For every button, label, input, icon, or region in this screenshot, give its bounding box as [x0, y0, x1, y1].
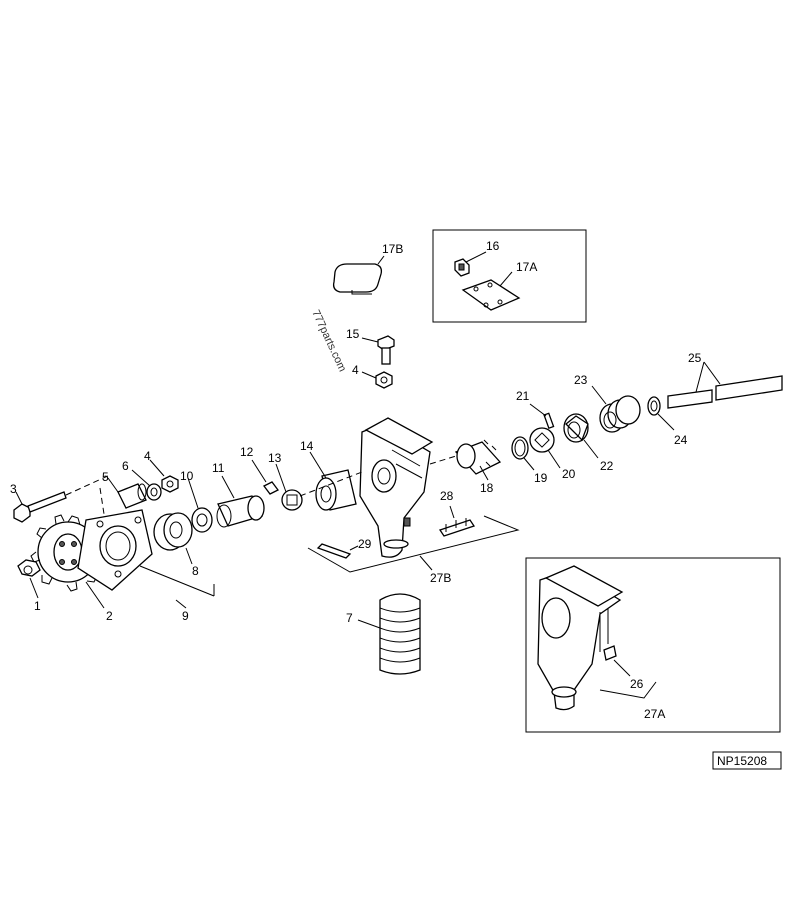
callout-5[interactable]: 5: [102, 470, 109, 484]
callout-28[interactable]: 28: [440, 489, 454, 503]
part-16-clip[interactable]: [454, 258, 470, 277]
callout-27a[interactable]: 27A: [644, 707, 665, 721]
callout-13[interactable]: 13: [268, 451, 282, 465]
callout-27b[interactable]: 27B: [430, 571, 451, 585]
part-12-pin[interactable]: [263, 481, 279, 495]
part-17b-pad[interactable]: [332, 263, 383, 295]
callout-23[interactable]: 23: [574, 373, 588, 387]
part-13-washer[interactable]: [281, 489, 303, 511]
diagram-code: NP15208: [717, 754, 767, 768]
part-8-bearing[interactable]: [153, 512, 193, 551]
part-9-flange[interactable]: [77, 509, 153, 591]
part-22-sleeve[interactable]: [563, 413, 589, 443]
part-24-washer[interactable]: [647, 396, 661, 416]
part-7-boot[interactable]: [379, 593, 421, 675]
part-14-bushing[interactable]: [315, 469, 357, 511]
part-19-ring[interactable]: [511, 436, 529, 460]
part-3-bolt[interactable]: [13, 491, 67, 523]
callout-4-left[interactable]: 4: [144, 449, 151, 463]
inset-box-17a: [432, 229, 587, 323]
part-28-clip[interactable]: [438, 518, 476, 537]
part-29-clip[interactable]: [316, 543, 352, 559]
part-25-shafts[interactable]: [667, 375, 783, 409]
part-10-collar[interactable]: [191, 507, 213, 533]
callout-2[interactable]: 2: [106, 609, 113, 623]
callout-11[interactable]: 11: [212, 461, 225, 475]
callout-12[interactable]: 12: [240, 445, 254, 459]
callout-29[interactable]: 29: [358, 537, 372, 551]
part-6-washer[interactable]: [146, 483, 162, 501]
callout-1[interactable]: 1: [34, 599, 41, 613]
part-1-nut[interactable]: [17, 559, 41, 577]
callout-24[interactable]: 24: [674, 433, 688, 447]
callout-4-top[interactable]: 4: [352, 363, 359, 377]
callout-17a[interactable]: 17A: [516, 260, 537, 274]
callout-9[interactable]: 9: [182, 609, 189, 623]
callout-8[interactable]: 8: [192, 564, 199, 578]
diagram-code-box: [712, 751, 782, 770]
callout-3[interactable]: 3: [10, 482, 17, 496]
part-11-coupler[interactable]: [216, 495, 265, 528]
callout-19[interactable]: 19: [534, 471, 548, 485]
inset-box-27a: [525, 557, 781, 733]
part-23-bellows[interactable]: [599, 395, 641, 433]
part-4-nut-top[interactable]: [375, 371, 393, 389]
callout-18[interactable]: 18: [480, 481, 494, 495]
callout-25[interactable]: 25: [688, 351, 702, 365]
callout-6[interactable]: 6: [122, 459, 129, 473]
callout-14[interactable]: 14: [300, 439, 314, 453]
callout-22[interactable]: 22: [600, 459, 614, 473]
part-26-bracket[interactable]: [603, 645, 617, 661]
callout-15[interactable]: 15: [346, 327, 360, 341]
callout-20[interactable]: 20: [562, 467, 576, 481]
part-20-washer[interactable]: [529, 427, 555, 453]
callout-17b[interactable]: 17B: [382, 242, 403, 256]
part-27b-housing[interactable]: [359, 417, 434, 558]
part-21-pin[interactable]: [543, 412, 555, 430]
watermark: 777parts.com: [309, 308, 348, 373]
part-15-bolt[interactable]: [377, 335, 395, 365]
part-27a-housing[interactable]: [537, 565, 624, 711]
callout-21[interactable]: 21: [516, 389, 530, 403]
part-18-rotor[interactable]: [454, 439, 502, 475]
callout-10[interactable]: 10: [180, 469, 194, 483]
callout-7[interactable]: 7: [346, 611, 353, 625]
part-4-nut-left[interactable]: [161, 475, 179, 493]
part-5-spacer[interactable]: [117, 483, 147, 509]
part-17a-cover-plate[interactable]: [461, 279, 521, 311]
callout-26[interactable]: 26: [630, 677, 644, 691]
callout-16[interactable]: 16: [486, 239, 500, 253]
